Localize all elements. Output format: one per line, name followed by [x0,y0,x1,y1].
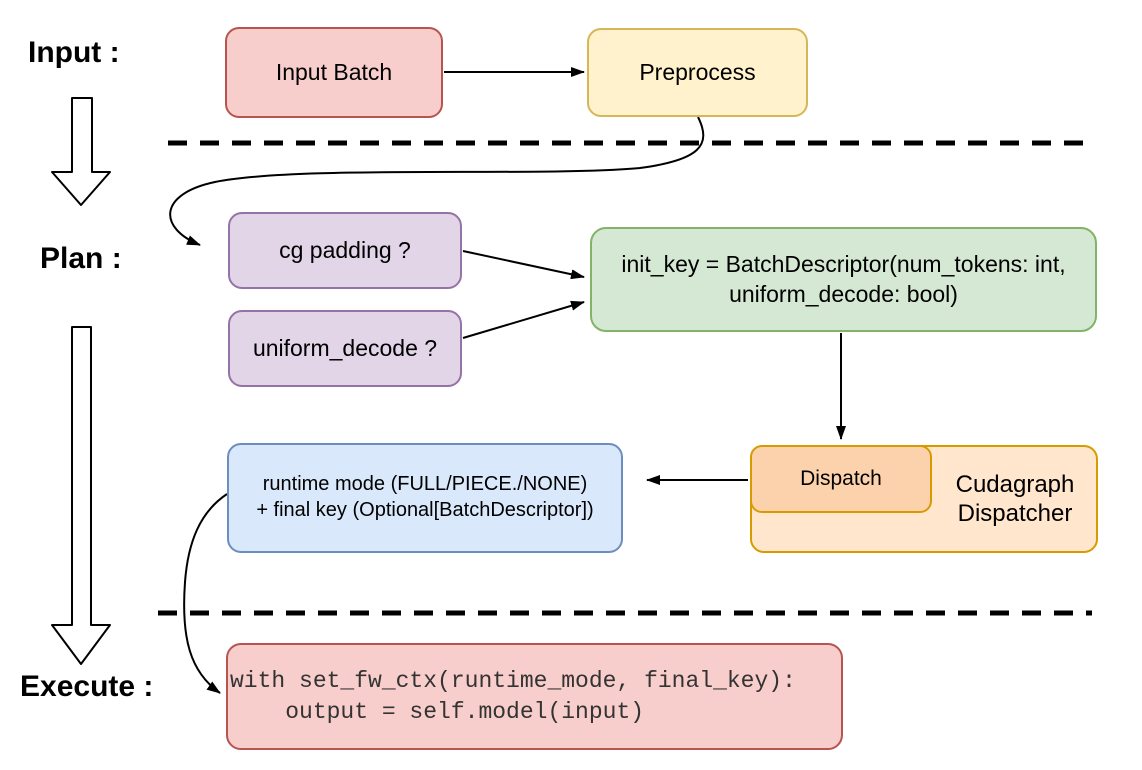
stage-label-execute: Execute : [20,670,154,703]
node-runtime-mode-line2: + final key (Optional[BatchDescriptor]) [256,499,594,521]
stage-label-plan: Plan : [40,242,122,275]
node-dispatch-label: Dispatch [800,466,882,490]
arrow-cg-padding-to-init-key [462,250,585,280]
node-cg-padding: cg padding ? [228,212,462,289]
cudagraph-dispatcher-line2: Dispatcher [957,500,1073,527]
node-cg-padding-label: cg padding ? [279,236,411,263]
node-init-key: init_key = BatchDescriptor(num_tokens: i… [590,227,1097,332]
node-init-key-line1: init_key = BatchDescriptor(num_tokens: i… [621,251,1066,278]
node-init-key-line2: uniform_decode: bool) [729,280,958,307]
node-runtime-mode-line1: runtime mode (FULL/PIECE./NONE) [262,473,588,496]
stage-label-input: Input : [28,36,120,69]
cudagraph-dispatcher-line1: Cudagraph [955,470,1075,498]
node-uniform-decode: uniform_decode ? [228,310,462,387]
arrow-uniform-decode-to-init-key [462,300,585,339]
input-to-plan-block-arrow [51,97,111,206]
node-runtime-mode: runtime mode (FULL/PIECE./NONE) + final … [227,443,623,553]
plan-to-execute-block-arrow [51,326,111,665]
execute-code-line1: with set_fw_ctx(runtime_mode, final_key)… [230,668,796,695]
node-dispatch: Dispatch [750,445,932,513]
node-input-batch-label: Input Batch [275,58,393,85]
execute-code-line2: output = self.model(input) [230,698,645,725]
node-preprocess-label: Preprocess [639,58,756,85]
node-uniform-decode-label: uniform_decode ? [252,334,438,361]
cudagraph-dispatcher-label: Cudagraph Dispatcher [932,445,1098,553]
arrow-preprocess-to-cg-padding [169,116,705,246]
node-input-batch: Input Batch [225,27,443,118]
arrow-runtime-mode-to-execute-code [183,493,228,694]
node-execute-code: with set_fw_ctx(runtime_mode, final_key)… [226,643,843,750]
node-preprocess: Preprocess [587,28,808,117]
